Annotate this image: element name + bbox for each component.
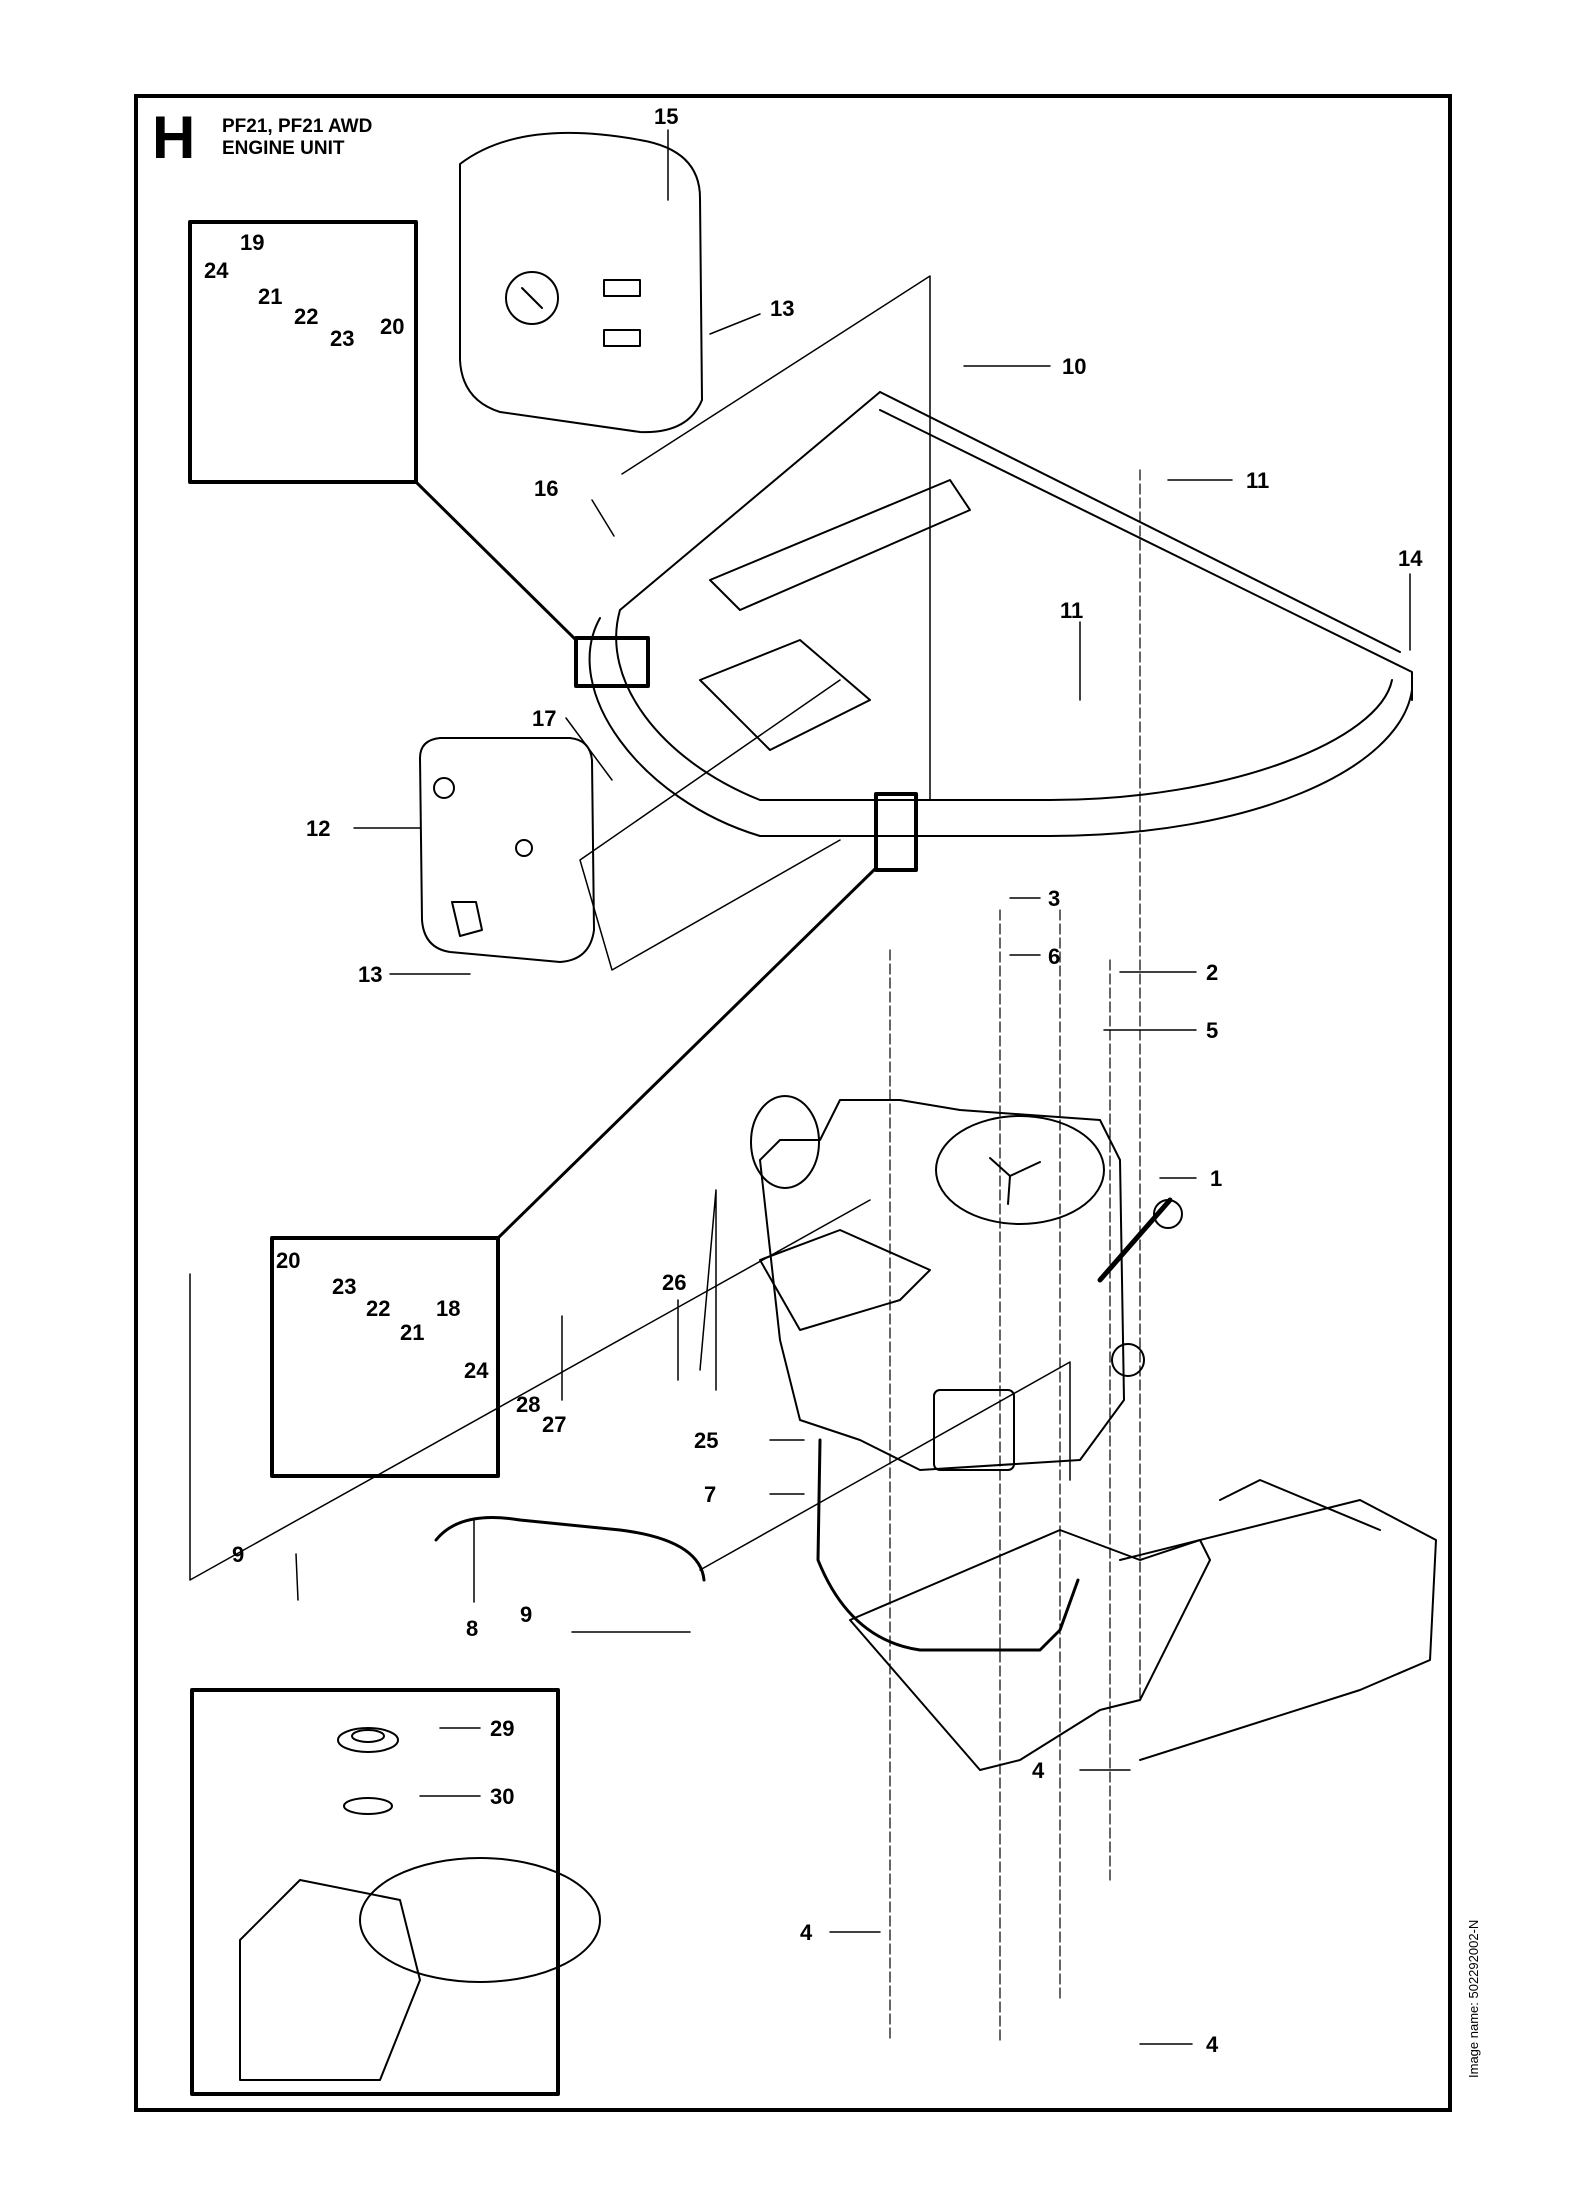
exhaust-pipe [816, 1438, 1080, 1652]
engine [750, 1095, 1183, 1471]
callout-18: 18 [436, 1296, 460, 1321]
engine-mount-frame [588, 391, 1413, 837]
callout-1: 1 [1210, 1166, 1222, 1191]
callout-6: 6 [1048, 944, 1060, 969]
callout-3: 3 [1048, 886, 1060, 911]
inset-box-pivot-lower [270, 1236, 500, 1478]
callout-16: 16 [534, 476, 558, 501]
callout-26: 26 [662, 1270, 686, 1295]
callout-13b: 13 [358, 962, 382, 987]
callout-28: 28 [516, 1392, 540, 1417]
callout-10: 10 [1062, 354, 1086, 379]
callout-9b: 9 [520, 1602, 532, 1627]
callout-13a: 13 [770, 296, 794, 321]
callout-9a: 9 [232, 1542, 244, 1567]
section-letter: H [152, 104, 196, 171]
callout-2: 2 [1206, 960, 1218, 985]
assembly-boundary-lines [189, 275, 1071, 1581]
callout-labels: 1 2 3 4 4 4 5 6 7 8 9 9 10 11 11 12 13 1… [204, 104, 1423, 2057]
callout-leaders [295, 129, 1411, 2045]
callout-22b: 22 [366, 1296, 390, 1321]
callout-5: 5 [1206, 1018, 1218, 1043]
leader-inset-lower [496, 866, 878, 1240]
callout-24b: 24 [464, 1358, 489, 1383]
frame-detail-box-right [874, 792, 918, 872]
leader-inset-top [414, 480, 578, 642]
callout-25: 25 [694, 1428, 718, 1453]
callout-14: 14 [1398, 546, 1423, 571]
rear-cover [459, 131, 703, 434]
diagram-title-line-2: ENGINE UNIT [222, 138, 345, 159]
inset-box-air-cleaner [190, 1688, 560, 2096]
callout-17: 17 [532, 706, 556, 731]
callout-23b: 23 [332, 1274, 356, 1299]
callout-23a: 23 [330, 326, 354, 351]
callout-19: 19 [240, 230, 264, 255]
callout-15: 15 [654, 104, 678, 129]
callout-12: 12 [306, 816, 330, 841]
diagram-title-line-1: PF21, PF21 AWD [222, 116, 373, 137]
callout-7: 7 [704, 1482, 716, 1507]
callout-24a: 24 [204, 258, 229, 283]
callout-30: 30 [490, 1784, 514, 1809]
inset-box-pivot-top [188, 220, 418, 484]
callout-20a: 20 [380, 314, 404, 339]
callout-11b: 11 [1060, 598, 1083, 623]
fuel-hose [434, 1516, 706, 1582]
bolt-axis-lines [889, 469, 1141, 2041]
callout-11a: 11 [1246, 468, 1269, 493]
callout-4c: 4 [1206, 2032, 1219, 2057]
callout-21a: 21 [258, 284, 282, 309]
callout-22a: 22 [294, 304, 318, 329]
callout-21b: 21 [400, 1320, 424, 1345]
callout-29: 29 [490, 1716, 514, 1741]
muffler [419, 737, 595, 963]
callout-8: 8 [466, 1616, 478, 1641]
lower-chassis [849, 1479, 1437, 1771]
callout-27: 27 [542, 1412, 566, 1437]
air-cleaner-detail [239, 1727, 601, 2081]
callout-20b: 20 [276, 1248, 300, 1273]
callout-4b: 4 [800, 1920, 813, 1945]
frame-detail-box-left [574, 636, 650, 688]
drawing-frame [134, 94, 1452, 2112]
callout-4a: 4 [1032, 1758, 1045, 1783]
